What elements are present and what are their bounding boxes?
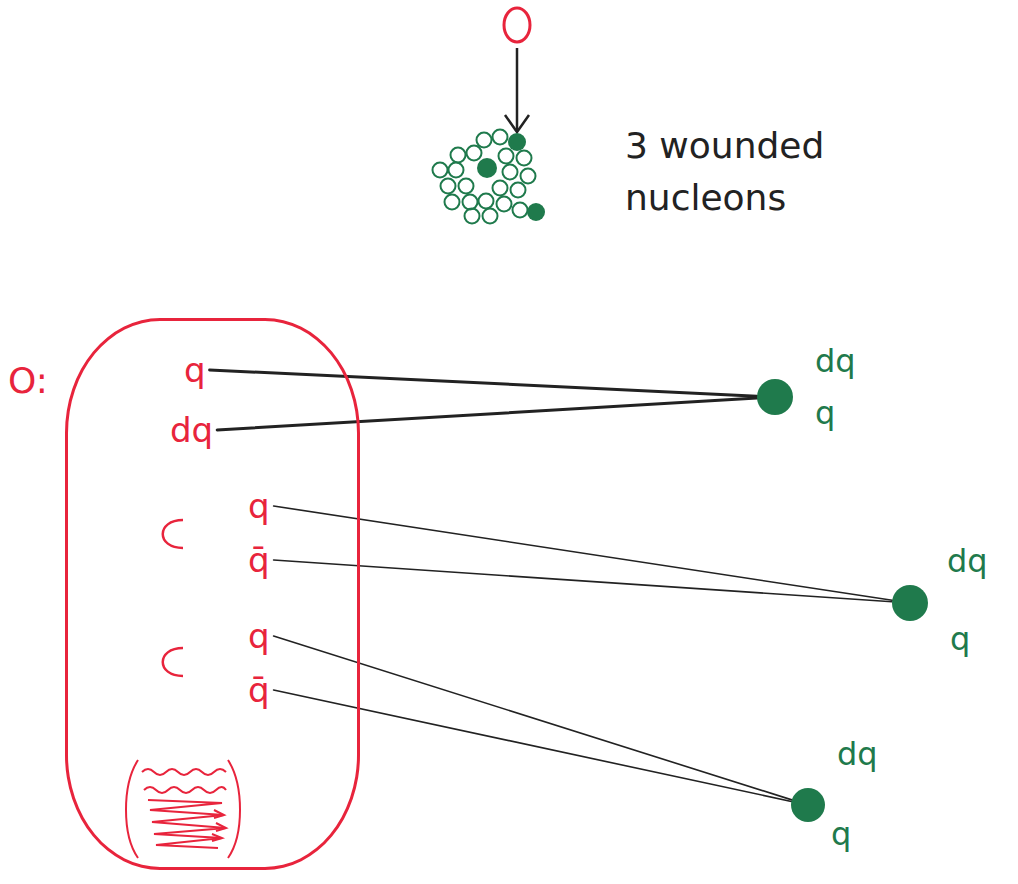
nucleon [479, 194, 494, 209]
nucleon [497, 197, 512, 212]
arrow-head [505, 115, 529, 132]
nucleon [451, 148, 466, 163]
nucleon [499, 149, 514, 164]
parton-text: q [831, 818, 851, 850]
string-line [274, 506, 893, 600]
target-nucleus [433, 130, 546, 224]
parton-text: q [248, 619, 270, 653]
pair-bracket [163, 648, 183, 676]
wounded-nucleon [508, 133, 526, 151]
nucleon [517, 151, 532, 166]
parton-text: q̄ [248, 673, 270, 707]
string-line [274, 690, 792, 801]
string-line [210, 370, 757, 396]
wounded-nucleon [477, 158, 497, 178]
parton-text: q [248, 489, 270, 523]
nucleon [477, 133, 492, 148]
parton-label: q [244, 617, 274, 655]
wounded-nucleon-dot: dqq [757, 379, 793, 415]
nucleon [511, 183, 526, 198]
parton-text: dq [837, 738, 878, 770]
parton-text: dq [815, 345, 856, 377]
parton-text: q [184, 353, 206, 387]
note-label: 3 wounded nucleons [625, 120, 880, 224]
nucleus-box: O:qdqqq̄qq̄ [65, 318, 360, 870]
nucleon [459, 179, 474, 194]
nucleon [445, 195, 460, 210]
arrow-shaft [516, 48, 519, 130]
nucleon [493, 130, 508, 145]
parton-label: q̄ [244, 671, 274, 709]
parton-label: q [180, 351, 210, 389]
dot-shape [757, 379, 793, 415]
dot-fill [791, 788, 825, 822]
parton-text: q̄ [248, 543, 270, 577]
nucleon [467, 146, 482, 161]
nucleon [503, 165, 518, 180]
nucleon [521, 169, 536, 184]
dot-fill [892, 585, 928, 621]
parton-label: q [244, 487, 274, 525]
parton-text: dq [947, 545, 988, 577]
parton-label: q̄ [244, 541, 274, 579]
dot-fill [757, 379, 793, 415]
nucleon [493, 181, 508, 196]
pair-bracket [163, 520, 183, 548]
nucleus-label: O: [8, 363, 48, 399]
nucleon [449, 163, 464, 178]
gluon-sketch [126, 760, 240, 858]
wounded-nucleon-dot: dqq [892, 585, 928, 621]
wounded-nucleon [527, 203, 545, 221]
string-line [274, 560, 892, 602]
nucleon [433, 163, 448, 178]
nucleon [465, 209, 480, 224]
dot-shape [892, 585, 928, 621]
projectile-nucleus [504, 8, 530, 42]
nucleon [513, 203, 528, 218]
nucleon [463, 195, 478, 210]
nucleon [483, 209, 498, 224]
wounded-nucleon-dot: dqq [791, 788, 825, 822]
dot-shape [791, 788, 825, 822]
parton-text: q [950, 623, 970, 655]
parton-text: q [815, 397, 835, 429]
parton-text: dq [170, 413, 213, 447]
nucleon [441, 179, 456, 194]
string-line [217, 398, 757, 430]
string-line [274, 636, 792, 800]
parton-label: dq [166, 411, 217, 449]
